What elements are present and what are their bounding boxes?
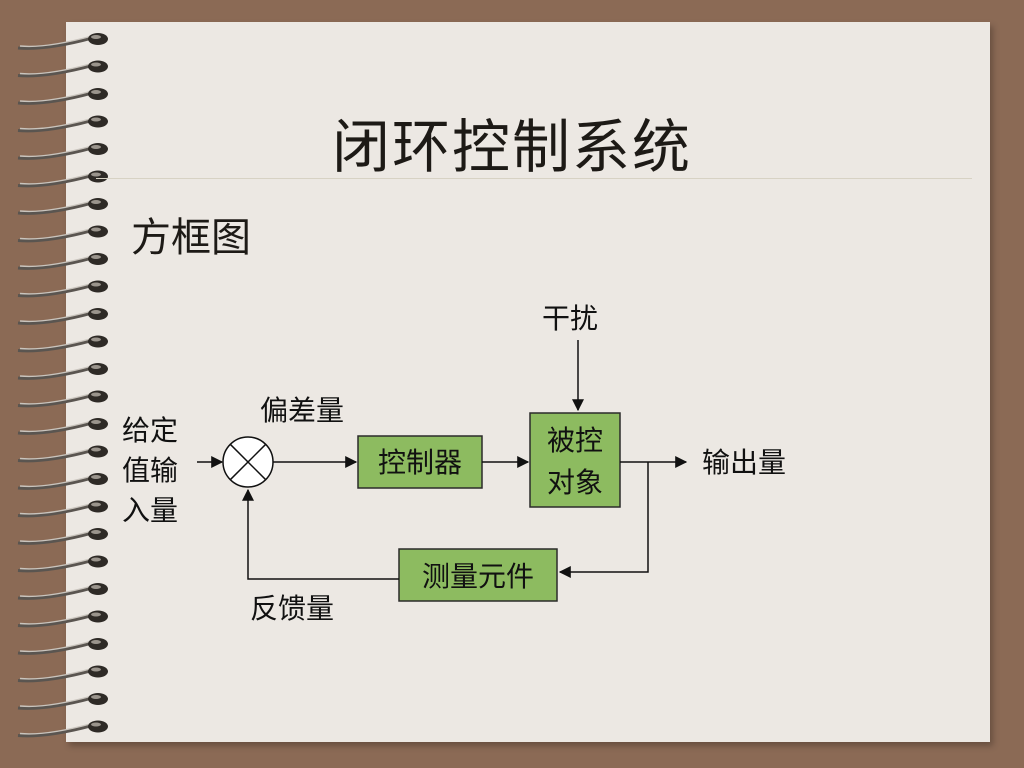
spiral-ring	[17, 143, 108, 160]
spiral-ring	[17, 720, 108, 738]
error-label: 偏差量	[260, 394, 344, 427]
spiral-ring	[17, 253, 108, 270]
sensor-label: 测量元件	[422, 560, 534, 593]
spiral-ring	[17, 60, 108, 78]
spiral-ring	[17, 528, 108, 545]
spiral-ring	[17, 170, 108, 188]
spiral-ring	[17, 445, 108, 463]
sensor-block	[398, 548, 558, 602]
output-label: 输出量	[702, 446, 786, 479]
spiral-ring	[17, 638, 108, 655]
spiral-ring	[17, 88, 108, 105]
spiral-ring	[17, 693, 108, 710]
spiral-ring	[17, 473, 108, 490]
feedback-label: 反馈量	[250, 592, 334, 625]
feedback-arrow	[242, 488, 399, 580]
input-label-line-1: 给定	[122, 414, 178, 447]
slide-subtitle: 方框图	[131, 215, 251, 261]
spiral-ring	[17, 115, 108, 133]
spiral-ring	[17, 308, 108, 325]
spiral-ring	[17, 33, 108, 50]
spiral-ring	[17, 390, 108, 408]
slide-title: 闭环控制系统	[331, 113, 692, 181]
spiral-ring	[17, 363, 108, 380]
feedback-branch	[558, 462, 649, 578]
spiral-ring	[17, 610, 108, 628]
spiral-ring	[17, 418, 108, 435]
spiral-ring	[17, 555, 108, 573]
input-label-line-3: 入量	[122, 494, 178, 527]
spiral-ring	[17, 198, 108, 215]
controller-label: 控制器	[378, 446, 462, 479]
plant-label-line-2: 对象	[547, 466, 603, 499]
disturbance-label: 干扰	[542, 302, 598, 335]
spiral-ring	[17, 335, 108, 353]
title-divider	[96, 178, 972, 179]
spiral-ring	[17, 280, 108, 298]
spiral-ring	[17, 583, 108, 600]
spiral-ring	[17, 665, 108, 683]
slide-sheet	[66, 22, 990, 742]
spiral-binding	[17, 33, 108, 738]
input-label-line-2: 值输	[122, 454, 178, 487]
plant-block	[529, 412, 621, 508]
spiral-ring	[17, 225, 108, 243]
summing-junction	[222, 436, 274, 488]
plant-label-line-1: 被控	[547, 424, 603, 457]
spiral-ring	[17, 500, 108, 518]
